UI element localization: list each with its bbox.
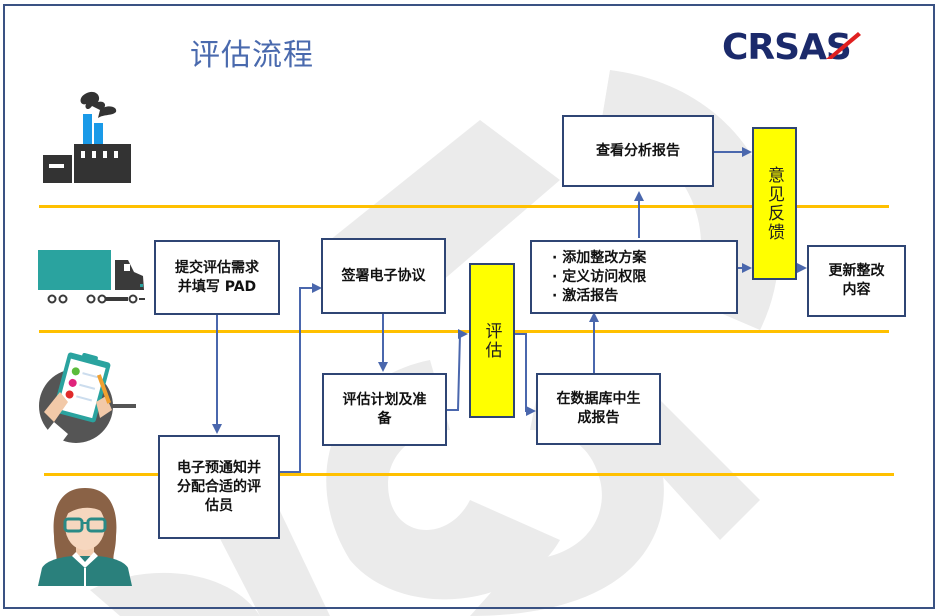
slide-frame — [3, 4, 935, 609]
action-item: 添加整改方案 — [552, 249, 646, 268]
step-text: 分配合适的评 — [177, 478, 261, 495]
step-text: 估员 — [205, 497, 233, 514]
step-plan-prepare: 评估计划及准 备 — [322, 373, 447, 446]
stage-assessment: 评估 — [469, 263, 515, 418]
step-text: 并填写 PAD — [177, 278, 257, 295]
step-text: 更新整改 — [828, 263, 885, 279]
woman-assessor-avatar-icon — [38, 488, 132, 586]
stage-label: 评估 — [481, 321, 502, 360]
step-text: 签署电子协议 — [341, 267, 426, 284]
stage-feedback: 意见反馈 — [752, 127, 797, 280]
step-text: 备 — [377, 410, 392, 427]
factory-icon — [43, 91, 131, 183]
step-sign-agreement: 签署电子协议 — [321, 238, 446, 314]
step-submit-request: 提交评估需求 并填写 PAD — [154, 240, 280, 315]
clipboard-checklist-icon — [39, 352, 136, 443]
step-view-report: 查看分析报告 — [562, 115, 714, 187]
crsas-logo: CRSAS — [722, 27, 861, 66]
action-item: 激活报告 — [552, 287, 646, 306]
action-list: 添加整改方案 定义访问权限 激活报告 — [552, 249, 646, 306]
step-actions-list: 添加整改方案 定义访问权限 激活报告 — [530, 240, 738, 314]
step-text: 评估计划及准 — [342, 391, 427, 408]
logo-text: CRSAS — [722, 27, 851, 66]
step-text: 查看分析报告 — [596, 142, 680, 159]
page-title: 评估流程 — [190, 38, 314, 73]
step-text: 电子预通知并 — [177, 459, 261, 476]
step-text: 在数据库中生 — [556, 391, 641, 407]
step-text: 提交评估需求 — [175, 259, 259, 276]
lane-divider-3 — [44, 473, 894, 476]
step-text: 成报告 — [577, 410, 620, 426]
logo-swoosh-icon — [826, 32, 861, 59]
truck-icon — [38, 250, 145, 304]
step-update-content: 更新整改 内容 — [807, 245, 906, 317]
action-item: 定义访问权限 — [552, 268, 646, 287]
step-generate-report: 在数据库中生 成报告 — [536, 373, 661, 445]
step-text: 内容 — [842, 282, 871, 298]
stage-label: 意见反馈 — [764, 165, 784, 242]
step-pre-notice: 电子预通知并 分配合适的评 估员 — [158, 435, 280, 539]
lane-divider-1 — [39, 205, 889, 208]
lane-divider-2 — [39, 330, 889, 333]
